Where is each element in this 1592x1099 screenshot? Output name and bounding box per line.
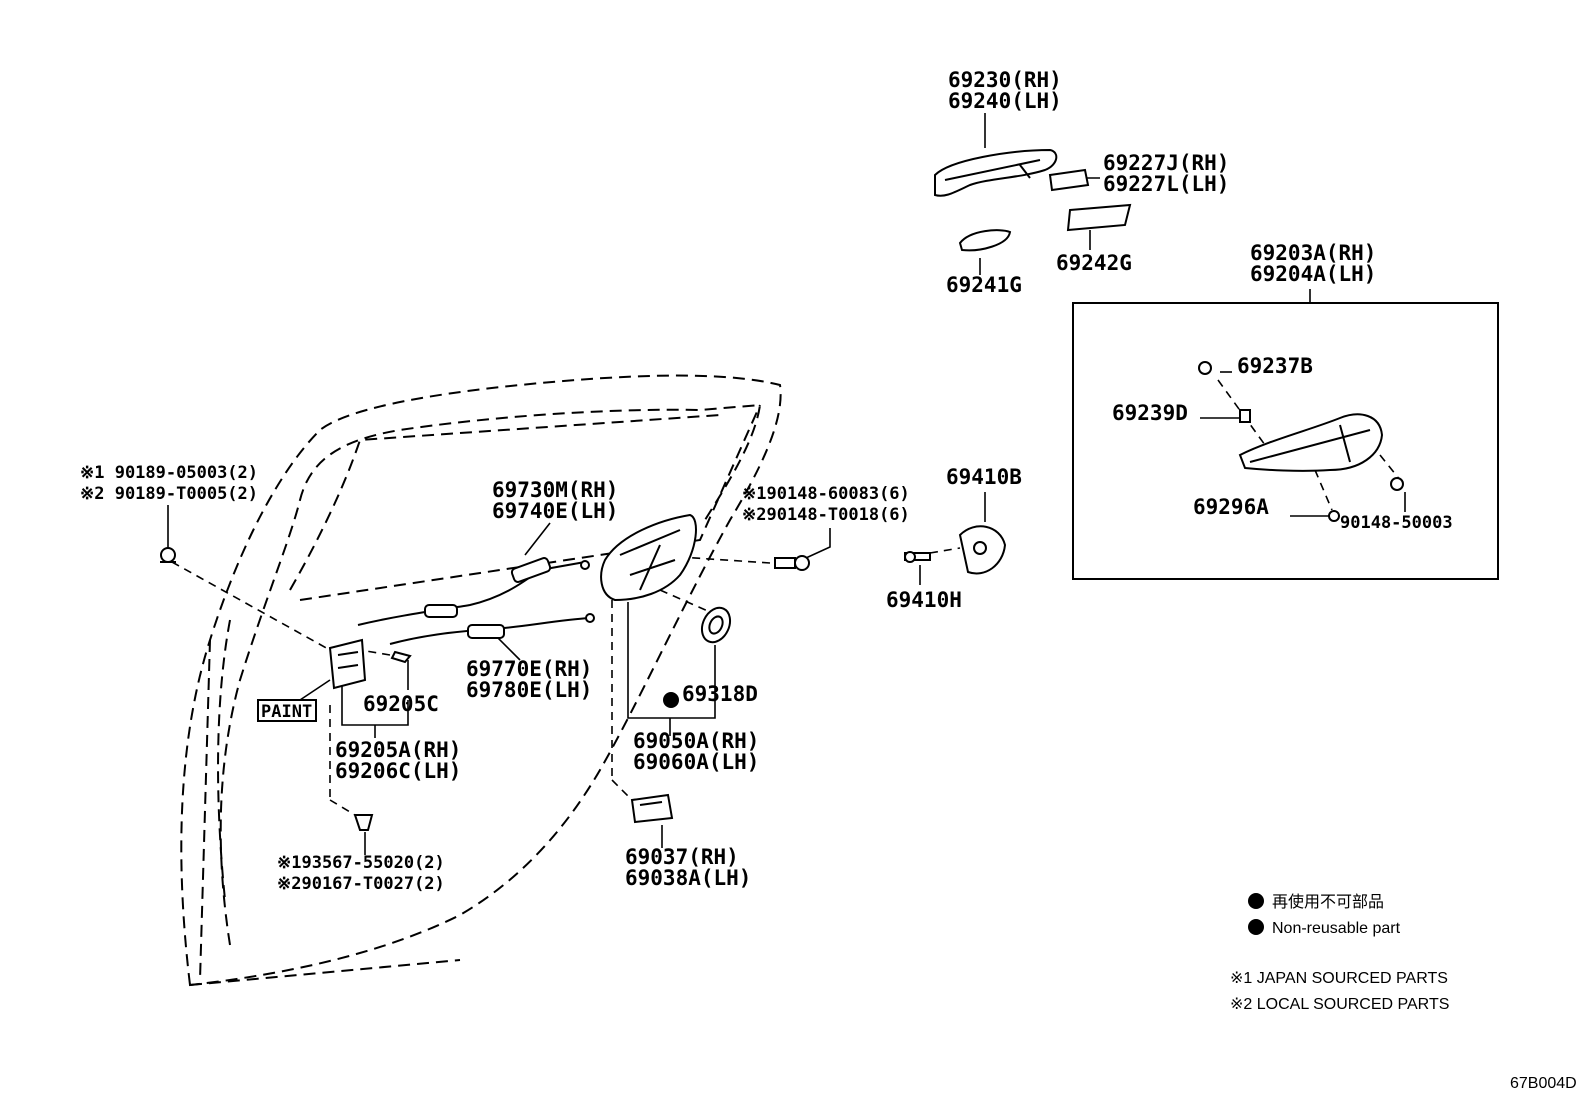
diagram-code: 67B004D xyxy=(1510,1075,1577,1092)
label-69237b: 69237B xyxy=(1237,354,1313,378)
part-69239d-shape xyxy=(1239,409,1251,423)
pad-69242g xyxy=(1066,203,1132,232)
label-69239d: 69239D xyxy=(1112,401,1188,425)
label-lock-assy-lh: 69060A(LH) xyxy=(633,750,759,774)
lock-assy xyxy=(600,513,732,708)
label-clip-local: ※2 90189-T0005(2) xyxy=(80,484,258,504)
label-69241g: 69241G xyxy=(946,273,1022,297)
handle-cover xyxy=(1048,168,1090,192)
label-latch-plate-lh: 69206C(LH) xyxy=(335,759,461,783)
leader-lines xyxy=(167,113,1406,855)
label-clip-japan: ※1 90189-05003(2) xyxy=(80,463,258,483)
label-69410b: 69410B xyxy=(946,465,1022,489)
label-cable-upper-lh: 69740E(LH) xyxy=(492,499,618,523)
label-screw-lock-local: ※290148-T0018(6) xyxy=(742,505,910,525)
inner-handle-assy xyxy=(1072,302,1499,580)
grommet-shape xyxy=(700,606,732,644)
label-latch-plate-rh: 69205A(RH) xyxy=(335,738,461,762)
label-screw-bottom-japan: ※193567-55020(2) xyxy=(277,853,445,873)
screw-lock-shape xyxy=(774,555,810,571)
label-inner-handle-rh: 69203A(RH) xyxy=(1250,241,1376,265)
clip-top-left xyxy=(160,547,176,563)
label-lock-cover-rh: 69037(RH) xyxy=(625,845,739,869)
legend-dot-jp xyxy=(1248,893,1264,909)
legend-non-reusable-en: Non-reusable part xyxy=(1272,920,1401,937)
label-90148-50003: 90148-50003 xyxy=(1340,513,1453,533)
label-69318d: 69318D xyxy=(682,682,758,706)
outer-handle xyxy=(934,148,1058,197)
door-outline xyxy=(180,374,782,987)
latch-plate xyxy=(328,638,412,690)
label-screw-bottom-local: ※290167-T0027(2) xyxy=(277,874,445,894)
legend-local-sourced: ※2 LOCAL SOURCED PARTS xyxy=(1230,996,1449,1013)
part-69237b-shape xyxy=(1198,361,1212,375)
label-69296a: 69296A xyxy=(1193,495,1269,519)
label-cable-upper-rh: 69730M(RH) xyxy=(492,478,618,502)
label-handle-outer-lh: 69240(LH) xyxy=(948,89,1062,113)
pad-69241g xyxy=(958,229,1012,252)
label-screw-lock-japan: ※190148-60083(6) xyxy=(742,484,910,504)
legend-japan-sourced: ※1 JAPAN SOURCED PARTS xyxy=(1230,970,1448,987)
label-cable-lower-rh: 69770E(RH) xyxy=(466,657,592,681)
label-lock-cover-lh: 69038A(LH) xyxy=(625,866,751,890)
lock-cover xyxy=(630,793,674,824)
label-69242g: 69242G xyxy=(1056,251,1132,275)
callout-labels: 69230(RH) 69240(LH) 69227J(RH) 69227L(LH… xyxy=(80,68,1453,894)
striker-parts xyxy=(904,525,1007,575)
label-handle-outer-rh: 69230(RH) xyxy=(948,68,1062,92)
label-handle-cover-rh: 69227J(RH) xyxy=(1103,151,1229,175)
cables xyxy=(357,557,595,645)
legend: 再使用不可部品 Non-reusable part ※1 JAPAN SOURC… xyxy=(1230,893,1449,1013)
screw-bottom-shape xyxy=(353,814,374,831)
legend-non-reusable-jp: 再使用不可部品 xyxy=(1272,893,1384,911)
label-handle-cover-lh: 69227L(LH) xyxy=(1103,172,1229,196)
legend-dot-en xyxy=(1248,919,1264,935)
inner-handle-box xyxy=(1072,302,1499,580)
non-reusable-dot xyxy=(663,692,679,708)
paint-tag xyxy=(257,679,331,722)
part-69296a-shape xyxy=(1328,510,1340,522)
label-inner-handle-lh: 69204A(LH) xyxy=(1250,262,1376,286)
label-paint: PAINT xyxy=(261,702,312,722)
screw-90148-shape xyxy=(1390,477,1404,491)
label-69205c: 69205C xyxy=(363,692,439,716)
label-lock-assy-rh: 69050A(RH) xyxy=(633,729,759,753)
label-69410h: 69410H xyxy=(886,588,962,612)
label-cable-lower-lh: 69780E(LH) xyxy=(466,678,592,702)
